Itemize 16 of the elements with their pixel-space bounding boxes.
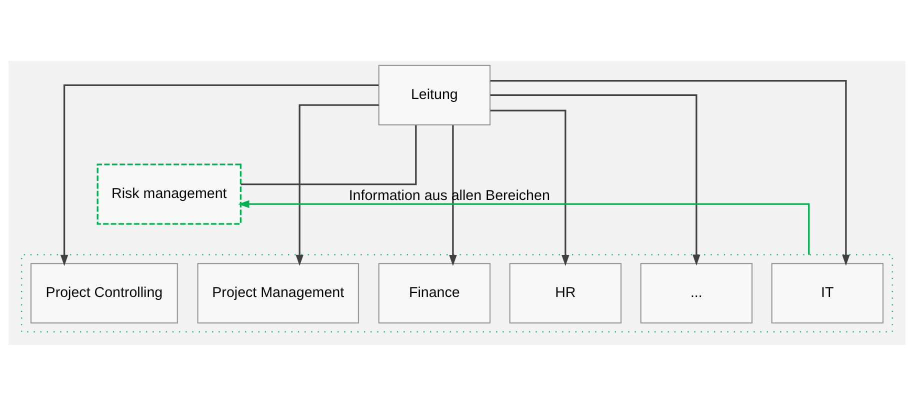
arrow: [238, 200, 810, 255]
node-box: ...: [640, 263, 753, 324]
node-box: HR: [509, 263, 622, 324]
node-box: IT: [771, 263, 884, 324]
arrow: [490, 110, 570, 266]
arrow: [296, 104, 379, 266]
node-box: Risk management: [96, 164, 242, 225]
arrow: [449, 125, 457, 266]
arrow: [60, 84, 379, 266]
node-box: Finance: [378, 263, 491, 324]
node-box: Leitung: [378, 64, 491, 126]
node-box: Project Controlling: [30, 263, 178, 324]
arrow: [490, 94, 700, 266]
connector: [240, 125, 417, 186]
arrow: [490, 80, 850, 266]
node-box: Project Management: [197, 263, 360, 324]
